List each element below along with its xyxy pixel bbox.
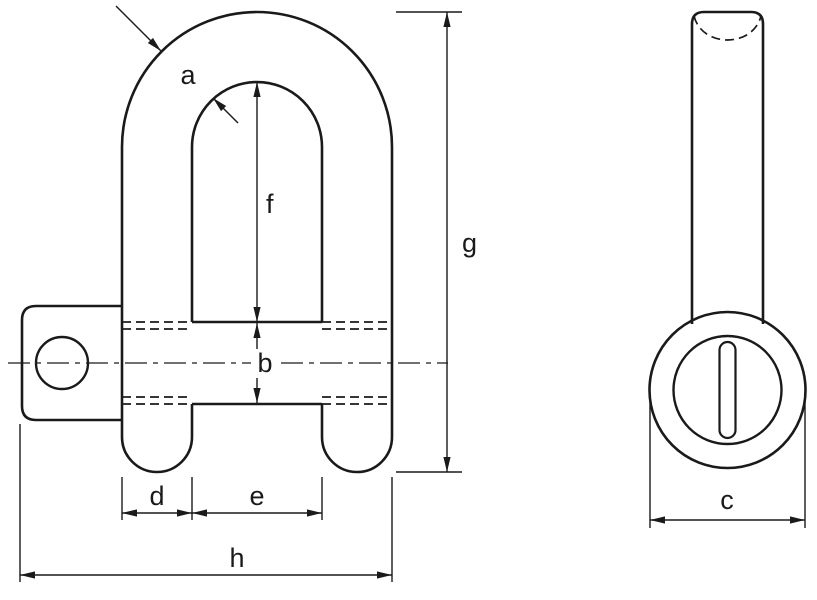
dim-label-d: d xyxy=(149,481,164,511)
pin-eye-outer-circle xyxy=(648,310,807,470)
right-leg-bottom-outline xyxy=(320,436,394,474)
dimension-labels: a f b g d e h c xyxy=(149,60,733,573)
pin-shaft-hidden-dome xyxy=(693,15,762,41)
dimension-a xyxy=(115,5,239,124)
front-view xyxy=(8,10,448,474)
side-view xyxy=(648,10,807,470)
dim-label-h: h xyxy=(229,543,244,573)
dim-label-b: b xyxy=(257,348,272,378)
dim-label-f: f xyxy=(266,189,274,219)
dimension-c xyxy=(649,398,806,528)
dim-label-g: g xyxy=(462,228,477,258)
pin-eye-inner-circle xyxy=(672,334,783,446)
pin-shaft-outline xyxy=(690,10,765,324)
pin-screw-slot xyxy=(718,340,737,440)
dim-label-e: e xyxy=(249,481,264,511)
dimension-lines xyxy=(19,5,806,582)
dim-label-c: c xyxy=(720,485,734,515)
pin-hidden-lines xyxy=(122,321,392,405)
dim-label-a: a xyxy=(180,60,196,90)
shackle-bow-outer-outline xyxy=(120,10,394,437)
dimension-g xyxy=(396,11,462,473)
dimension-d-e xyxy=(121,477,323,520)
dim-a-outer-arrow xyxy=(115,5,162,52)
label-b-backing xyxy=(251,351,279,378)
left-leg-bottom-outline xyxy=(120,436,194,474)
dim-a-inner-arrow xyxy=(212,97,239,124)
dimension-h xyxy=(19,424,393,582)
